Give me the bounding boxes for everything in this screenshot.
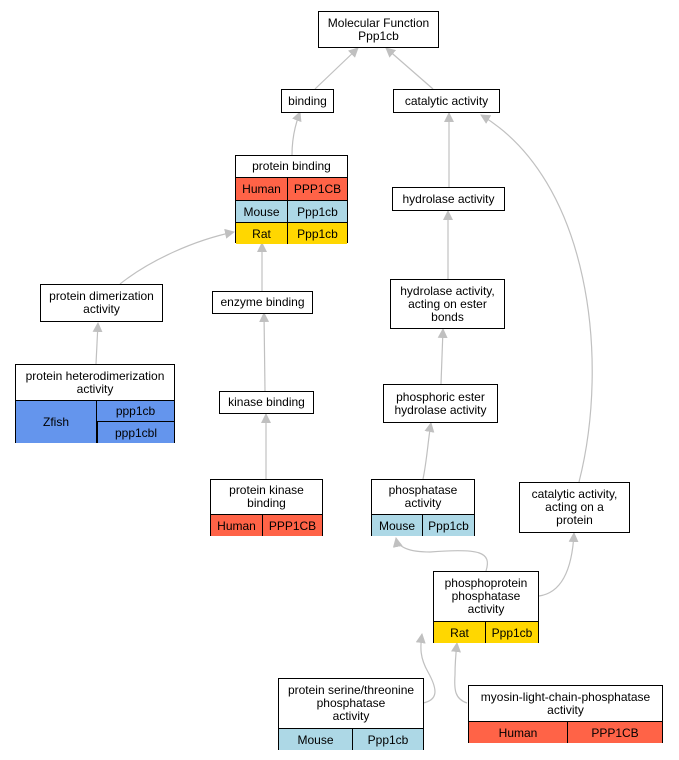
edge-myosin-to-phosphoprotein <box>451 642 468 704</box>
node-serine-threonine-phosphatase[interactable]: protein serine/threonine phosphatase act… <box>278 678 424 750</box>
node-catalytic-acting-protein[interactable]: catalytic activity, acting on a protein <box>519 482 630 533</box>
node-binding-label: binding <box>288 93 327 108</box>
node-hydrolase-activity[interactable]: hydrolase activity <box>392 187 505 211</box>
annotation-row: Human PPP1CB <box>211 514 322 536</box>
species-cell: Human <box>242 182 281 196</box>
node-phosphatase-activity[interactable]: phosphatase activity Mouse Ppp1cb <box>371 479 475 536</box>
node-hydrolase-activity-label: hydrolase activity <box>402 191 495 206</box>
annotation-row: Mouse Ppp1cb <box>236 200 347 222</box>
gene-cell: Ppp1cb <box>287 223 347 244</box>
gene-cell: Ppp1cb <box>485 622 538 643</box>
node-protein-binding-label: protein binding <box>252 159 331 173</box>
node-hydrolase-ester[interactable]: hydrolase activity, acting on ester bond… <box>390 279 505 329</box>
edge-catalytic-to-mf <box>385 47 434 90</box>
node-myosin-light-chain-phosphatase[interactable]: myosin-light-chain-phosphatase activity … <box>468 685 663 743</box>
edge-serine-threonine-to-phosphoprotein <box>415 633 436 704</box>
gene-cell: PPP1CB <box>262 515 322 536</box>
annotation-row: Human PPP1CB <box>236 177 347 200</box>
gene-cell: Ppp1cb <box>422 515 474 536</box>
species-cell: Human <box>498 725 538 740</box>
edge-protein-binding-to-binding <box>291 111 302 156</box>
edge-phosphoprotein-to-phosphatase <box>392 537 488 572</box>
gene-cell: ppp1cbl <box>97 421 174 443</box>
node-protein-dimerization-label: protein dimerization activity <box>49 289 154 316</box>
node-catalytic-activity-label: catalytic activity <box>404 93 489 108</box>
node-kinase-binding-label: kinase binding <box>228 395 305 409</box>
edge-phosphoric-to-ester <box>437 328 448 385</box>
species-cell: Human <box>217 518 256 533</box>
annotation-row: Rat Ppp1cb <box>434 621 538 643</box>
node-protein-dimerization[interactable]: protein dimerization activity <box>40 284 163 322</box>
gene-cell: ppp1cb <box>115 404 156 418</box>
node-phosphoric-ester[interactable]: phosphoric ester hydrolase activity <box>383 384 498 423</box>
gene-cell: Ppp1cb <box>287 201 347 222</box>
node-catalytic-activity[interactable]: catalytic activity <box>393 89 500 113</box>
node-kinase-binding[interactable]: kinase binding <box>219 391 314 414</box>
species-cell: Zfish <box>42 415 69 429</box>
edge-phosphoprotein-to-catalytic-protein <box>538 532 579 597</box>
node-serine-threonine-phosphatase-label: protein serine/threonine phosphatase act… <box>287 683 415 723</box>
gene-cell: PPP1CB <box>287 178 347 200</box>
annotation-row: Zfish ppp1cb ppp1cbl <box>16 400 174 443</box>
edge-binding-to-mf <box>314 47 359 90</box>
annotation-row: Human PPP1CB <box>469 721 662 743</box>
node-protein-heterodimerization-label: protein heterodimerization activity <box>25 368 165 396</box>
species-cell: Rat <box>450 625 469 640</box>
node-protein-kinase-binding[interactable]: protein kinase binding Human PPP1CB <box>210 479 323 536</box>
node-molecular-function[interactable]: Molecular Function Ppp1cb <box>318 11 439 48</box>
gene-cell: PPP1CB <box>567 722 662 743</box>
node-phosphoprotein-phosphatase-label: phosphoprotein phosphatase activity <box>444 576 528 616</box>
species-cell: Rat <box>252 226 271 241</box>
species-cell: Mouse <box>378 518 416 533</box>
node-protein-binding[interactable]: protein binding Human PPP1CB Mouse Ppp1c… <box>235 155 348 244</box>
annotation-row: Mouse Ppp1cb <box>279 728 423 750</box>
edge-heterodimerization-to-dimerization <box>92 322 103 365</box>
node-hydrolase-ester-label: hydrolase activity, acting on ester bond… <box>400 283 495 324</box>
node-phosphatase-activity-label: phosphatase activity <box>388 483 458 510</box>
annotation-row: Mouse Ppp1cb <box>372 514 474 536</box>
node-catalytic-acting-protein-label: catalytic activity, acting on a protein <box>531 487 618 527</box>
node-protein-kinase-binding-label: protein kinase binding <box>229 483 304 510</box>
node-enzyme-binding-label: enzyme binding <box>220 295 305 309</box>
species-cell: Mouse <box>243 204 280 219</box>
node-protein-heterodimerization[interactable]: protein heterodimerization activity Zfis… <box>15 364 175 443</box>
edge-catalytic-protein-to-catalytic <box>480 114 593 483</box>
node-phosphoprotein-phosphatase[interactable]: phosphoprotein phosphatase activity Rat … <box>433 571 539 643</box>
gene-cells: ppp1cb ppp1cbl <box>96 401 174 443</box>
node-molecular-function-label: Molecular Function Ppp1cb <box>327 15 430 43</box>
gene-cell: Ppp1cb <box>352 729 423 750</box>
node-phosphoric-ester-label: phosphoric ester hydrolase activity <box>394 389 487 417</box>
edge-kinase-to-enzyme <box>259 312 270 392</box>
edge-phosphatase-to-phosphoric <box>422 422 435 480</box>
annotation-row: Rat Ppp1cb <box>236 222 347 244</box>
node-binding[interactable]: binding <box>281 89 334 113</box>
node-enzyme-binding[interactable]: enzyme binding <box>212 291 313 314</box>
node-myosin-light-chain-phosphatase-label: myosin-light-chain-phosphatase activity <box>480 689 651 717</box>
edge-dimerization-to-protein-binding <box>119 228 235 285</box>
species-cell: Mouse <box>297 732 334 747</box>
